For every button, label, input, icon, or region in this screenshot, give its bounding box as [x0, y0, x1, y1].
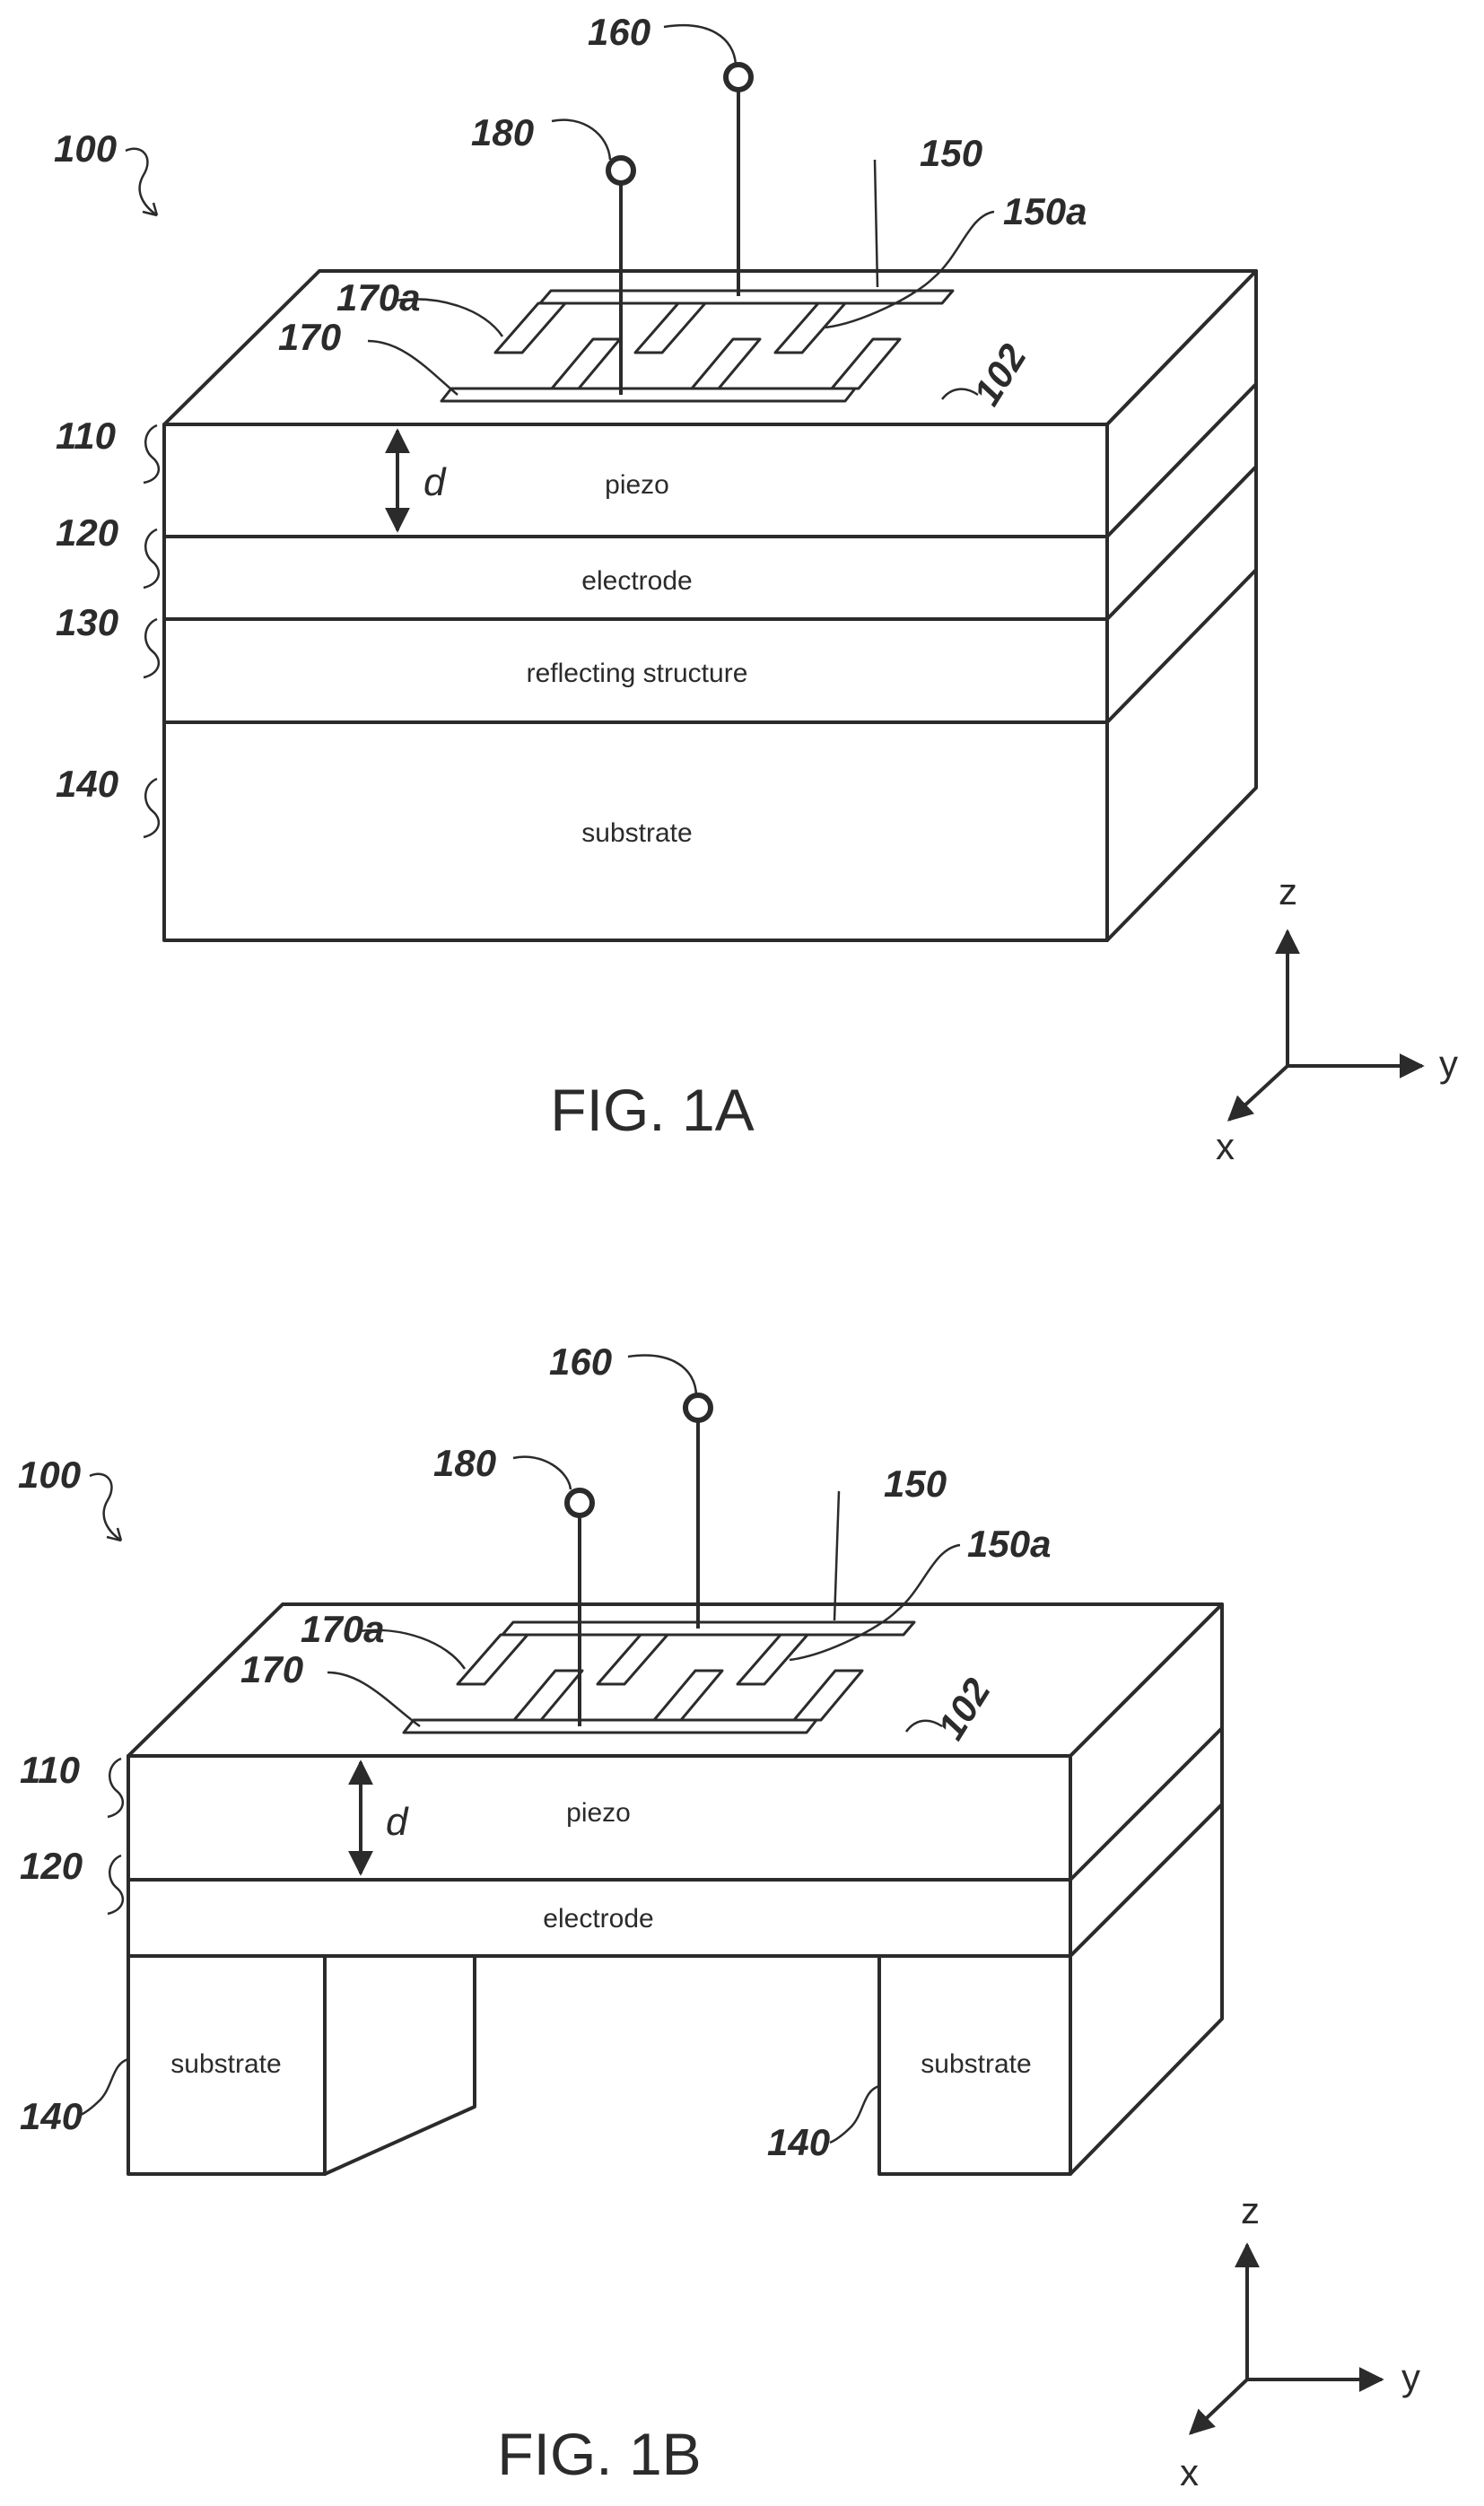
ref-170a: 170a: [336, 276, 420, 319]
figure-1b: piezo electrode substrate substrate d: [18, 1340, 1420, 2493]
ref-150: 150: [884, 1463, 947, 1505]
electrode-bus-170: [441, 389, 855, 401]
reflecting-structure-label: reflecting structure: [527, 659, 748, 688]
ref-110: 110: [20, 1749, 80, 1791]
axis-y-label: y: [1439, 1043, 1458, 1085]
electrode-bus-150: [502, 1622, 914, 1635]
axis-x-label: x: [1216, 1125, 1235, 1167]
substrate-right-label: substrate: [921, 2049, 1031, 2079]
figure-caption-1b: FIG. 1B: [497, 2421, 701, 2487]
figure-caption-1a: FIG. 1A: [550, 1077, 754, 1143]
axis-y-label: y: [1401, 2356, 1420, 2398]
figure-1a: piezo electrode reflecting structure sub…: [54, 11, 1458, 1167]
axis-z-label: z: [1279, 870, 1297, 912]
ref-170: 170: [278, 316, 341, 358]
ref-160: 160: [549, 1340, 612, 1383]
ref-150a: 150a: [967, 1523, 1051, 1565]
substrate-label: substrate: [581, 818, 692, 848]
ref-170a: 170a: [301, 1608, 384, 1650]
piezo-label: piezo: [605, 470, 669, 500]
electrode-label: electrode: [581, 566, 692, 596]
ref-140: 140: [56, 763, 118, 805]
ref-120: 120: [56, 511, 118, 554]
ref-140-left: 140: [20, 2095, 83, 2137]
electrode-bus-150: [540, 291, 953, 303]
ref-140-right: 140: [767, 2121, 830, 2163]
contact-160: [726, 65, 751, 90]
ref-160: 160: [588, 11, 650, 53]
contact-180: [608, 158, 633, 183]
axis-x-label: x: [1180, 2451, 1199, 2493]
ref-100: 100: [54, 127, 117, 170]
ref-150: 150: [920, 132, 982, 174]
axis-z-label: z: [1241, 2189, 1260, 2231]
ref-180: 180: [471, 111, 534, 153]
axis-triad-1b: z y x: [1180, 2189, 1420, 2493]
thickness-label: d: [386, 1800, 409, 1844]
piezo-label: piezo: [566, 1798, 631, 1828]
substrate-left-label: substrate: [170, 2049, 281, 2079]
ref-120: 120: [20, 1845, 83, 1887]
ref-110: 110: [56, 415, 116, 457]
thickness-label: d: [423, 460, 447, 504]
ref-130: 130: [56, 601, 118, 643]
electrode-label: electrode: [543, 1904, 653, 1934]
contact-160: [685, 1395, 711, 1420]
substrate-left-side: [325, 1956, 475, 2174]
contact-180: [567, 1490, 592, 1515]
ref-170: 170: [240, 1648, 303, 1690]
ref-100: 100: [18, 1454, 81, 1496]
ref-150a: 150a: [1003, 190, 1087, 232]
axis-triad-1a: z y x: [1216, 870, 1458, 1167]
ref-180: 180: [433, 1442, 496, 1484]
electrode-bus-170: [404, 1720, 816, 1733]
